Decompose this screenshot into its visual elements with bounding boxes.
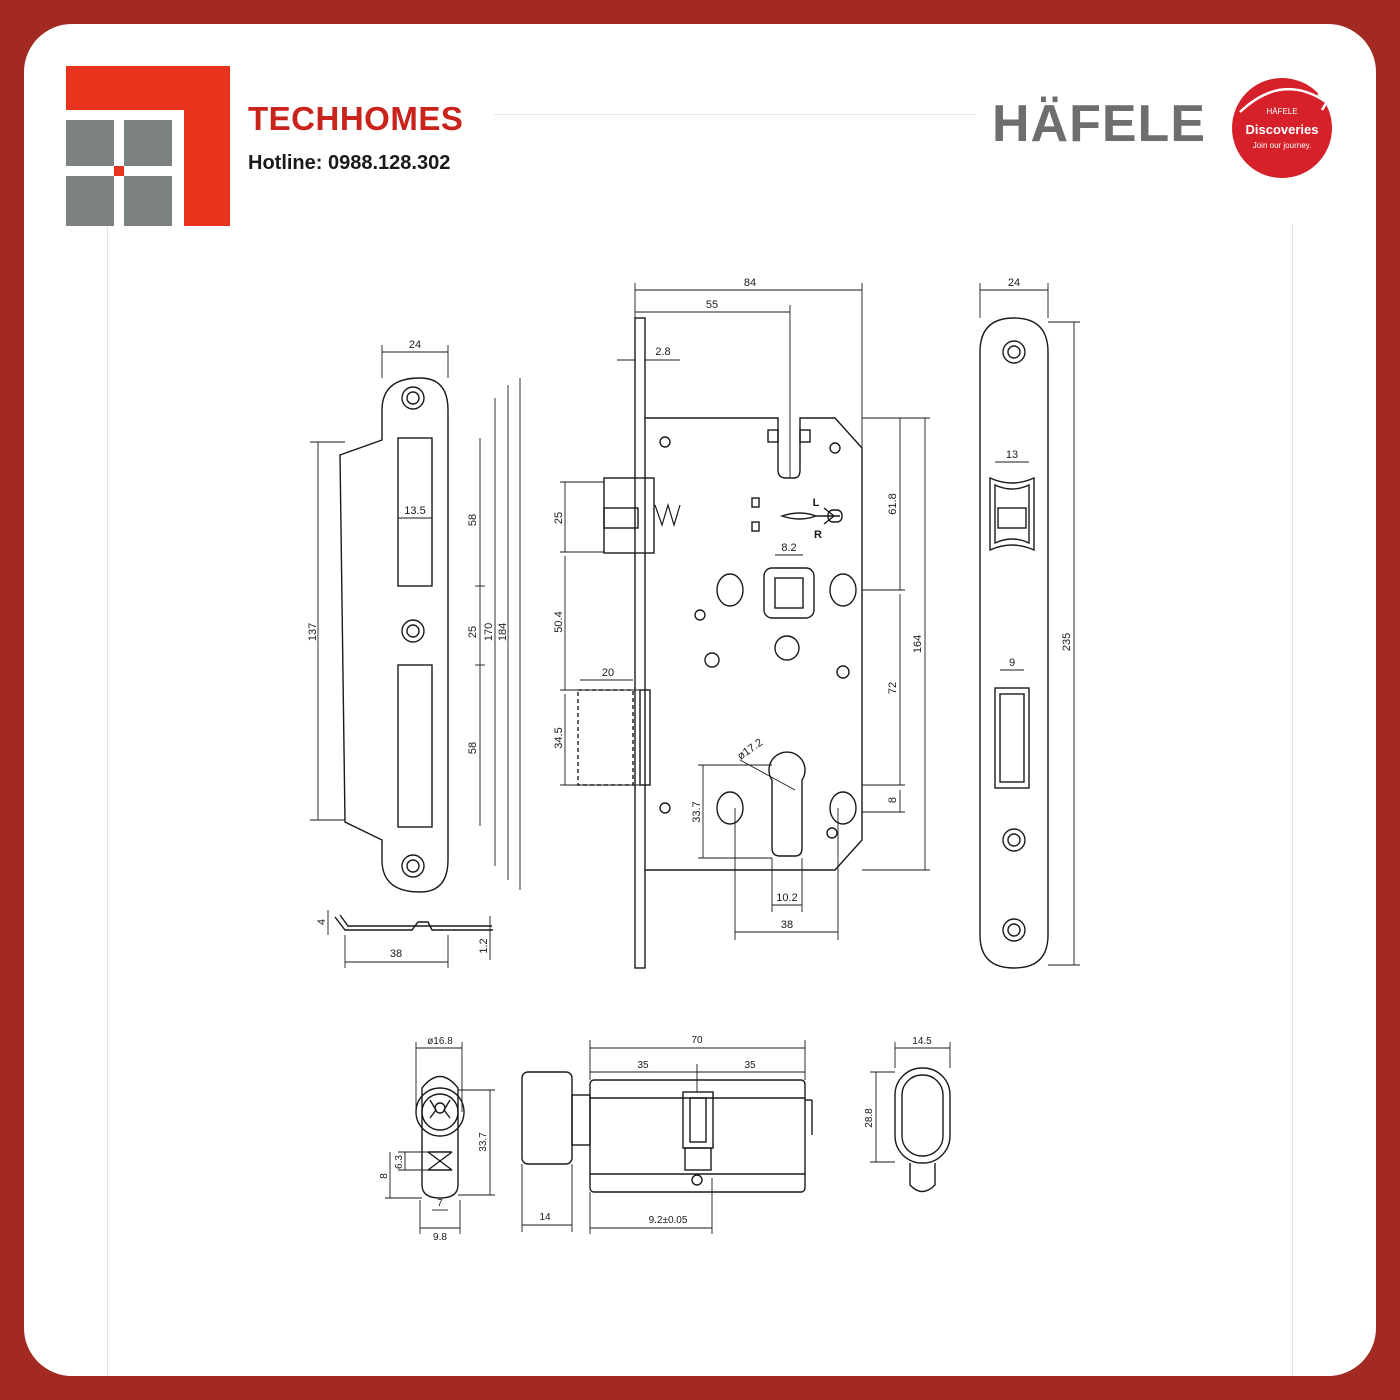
follower-square bbox=[763, 567, 815, 619]
cylinder-end-view: ø16.8 33.7 6.3 8 7 9.8 bbox=[379, 1036, 495, 1243]
hafele-logo: HÄFELE bbox=[992, 95, 1206, 153]
faceplate-bolt-slot bbox=[994, 687, 1030, 789]
cylinder-cam bbox=[427, 1151, 453, 1171]
strike-slot-lower bbox=[397, 664, 433, 828]
lock-dim-8: 8 bbox=[887, 797, 899, 803]
faceplate-latch-slot bbox=[989, 476, 1035, 552]
guide-line-right bbox=[1292, 224, 1293, 1376]
cylinder-dim-14: 14 bbox=[539, 1212, 551, 1223]
strike-dim-184: 184 bbox=[497, 623, 509, 641]
faceplate: 24 13 9 235 bbox=[979, 277, 1080, 969]
strike-dim-width: 24 bbox=[409, 339, 421, 351]
cylinder-dim-35-right: 35 bbox=[744, 1060, 756, 1071]
lock-dim-2.8: 2.8 bbox=[655, 346, 670, 358]
lock-dim-25: 25 bbox=[553, 512, 565, 524]
cylinder-dim-70: 70 bbox=[691, 1035, 703, 1046]
strike-plate: 24 13.5 58 25 58 137 170 184 bbox=[307, 339, 521, 893]
faceplate-dim-24: 24 bbox=[1008, 277, 1020, 289]
deadbolt bbox=[577, 689, 634, 786]
cylinder-dim-7: 7 bbox=[437, 1198, 443, 1209]
lock-dim-61.8: 61.8 bbox=[887, 493, 899, 514]
lock-dim-10.2: 10.2 bbox=[776, 892, 797, 904]
thumbturn-dim-14.5: 14.5 bbox=[912, 1036, 932, 1047]
lock-dim-8.2: 8.2 bbox=[781, 542, 796, 554]
hotline-text: Hotline: 0988.128.302 bbox=[248, 152, 451, 174]
badge-title: Discoveries bbox=[1246, 122, 1319, 137]
techhomes-logo bbox=[66, 66, 230, 226]
thumbturn-view: 14.5 28.8 bbox=[864, 1036, 951, 1193]
strike-profile: 4 38 1.2 bbox=[316, 910, 493, 968]
profile-dim-1.2: 1.2 bbox=[478, 938, 490, 953]
cylinder-dim-35-left: 35 bbox=[637, 1060, 649, 1071]
faceplate-outline bbox=[979, 317, 1049, 969]
strike-dim-137: 137 bbox=[307, 623, 319, 641]
faceplate-dim-9: 9 bbox=[1009, 657, 1015, 669]
lock-dim-34.5: 34.5 bbox=[553, 727, 565, 748]
cylinder-barrel bbox=[589, 1079, 806, 1193]
cylinder-side-view: 70 35 35 14 9.2±0.05 bbox=[521, 1035, 813, 1234]
strike-dim-upper-slot: 58 bbox=[467, 514, 479, 526]
strike-plate-outline bbox=[339, 377, 449, 893]
discoveries-badge: HÄFELE Discoveries Join our journey. bbox=[1232, 78, 1332, 178]
cylinder-dim-6.3: 6.3 bbox=[394, 1155, 405, 1169]
cylinder-dim-33.7: 33.7 bbox=[478, 1132, 489, 1152]
thumbturn-knob bbox=[521, 1071, 573, 1165]
guide-line-left bbox=[107, 224, 108, 1376]
strike-dim-slot-width: 13.5 bbox=[404, 505, 425, 517]
cylinder-dim-9.8: 9.8 bbox=[433, 1232, 447, 1243]
lock-forend bbox=[634, 317, 646, 969]
profile-dim-38: 38 bbox=[390, 948, 402, 960]
lock-dim-84: 84 bbox=[744, 277, 756, 289]
lock-dim-50.4: 50.4 bbox=[553, 611, 565, 632]
brand-name: TECHHOMES bbox=[248, 100, 464, 137]
badge-small-text: HÄFELE bbox=[1266, 107, 1297, 116]
cylinder-dim-9.2: 9.2±0.05 bbox=[649, 1215, 688, 1226]
lock-dim-164: 164 bbox=[912, 635, 924, 653]
latch-bolt bbox=[603, 477, 655, 554]
lock-body: 84 55 2.8 25 50.4 20 34.5 8.2 L R 61.8 1… bbox=[553, 277, 930, 969]
strike-slot-upper bbox=[397, 437, 433, 587]
faceplate-dim-235: 235 bbox=[1061, 633, 1073, 651]
thumbturn-dim-28.8: 28.8 bbox=[864, 1108, 875, 1128]
cylinder-dim-8: 8 bbox=[379, 1173, 390, 1179]
lock-dim-33.7: 33.7 bbox=[691, 801, 703, 822]
guide-line-top bbox=[494, 114, 976, 115]
badge-tagline: Join our journey. bbox=[1253, 141, 1312, 150]
profile-dim-4: 4 bbox=[316, 919, 328, 925]
latch-spring bbox=[654, 502, 681, 528]
cylinder-cutout bbox=[768, 751, 806, 857]
lock-case-outline bbox=[645, 417, 863, 871]
strike-dim-lower-slot: 58 bbox=[467, 742, 479, 754]
strike-dim-170: 170 bbox=[483, 623, 495, 641]
lock-dim-38: 38 bbox=[781, 919, 793, 931]
lock-dim-dia-17.2: ø17.2 bbox=[735, 737, 765, 763]
handing-right-label: R bbox=[814, 529, 822, 541]
lock-dim-55: 55 bbox=[706, 299, 718, 311]
lock-dim-20: 20 bbox=[602, 667, 614, 679]
content-card: TECHHOMES Hotline: 0988.128.302 HÄFELE H… bbox=[24, 24, 1376, 1376]
handing-left-label: L bbox=[813, 497, 820, 509]
lock-dim-72: 72 bbox=[887, 682, 899, 694]
strike-dim-gap: 25 bbox=[467, 626, 479, 638]
faceplate-dim-13: 13 bbox=[1006, 449, 1018, 461]
cylinder-dim-dia-16.8: ø16.8 bbox=[427, 1036, 453, 1047]
